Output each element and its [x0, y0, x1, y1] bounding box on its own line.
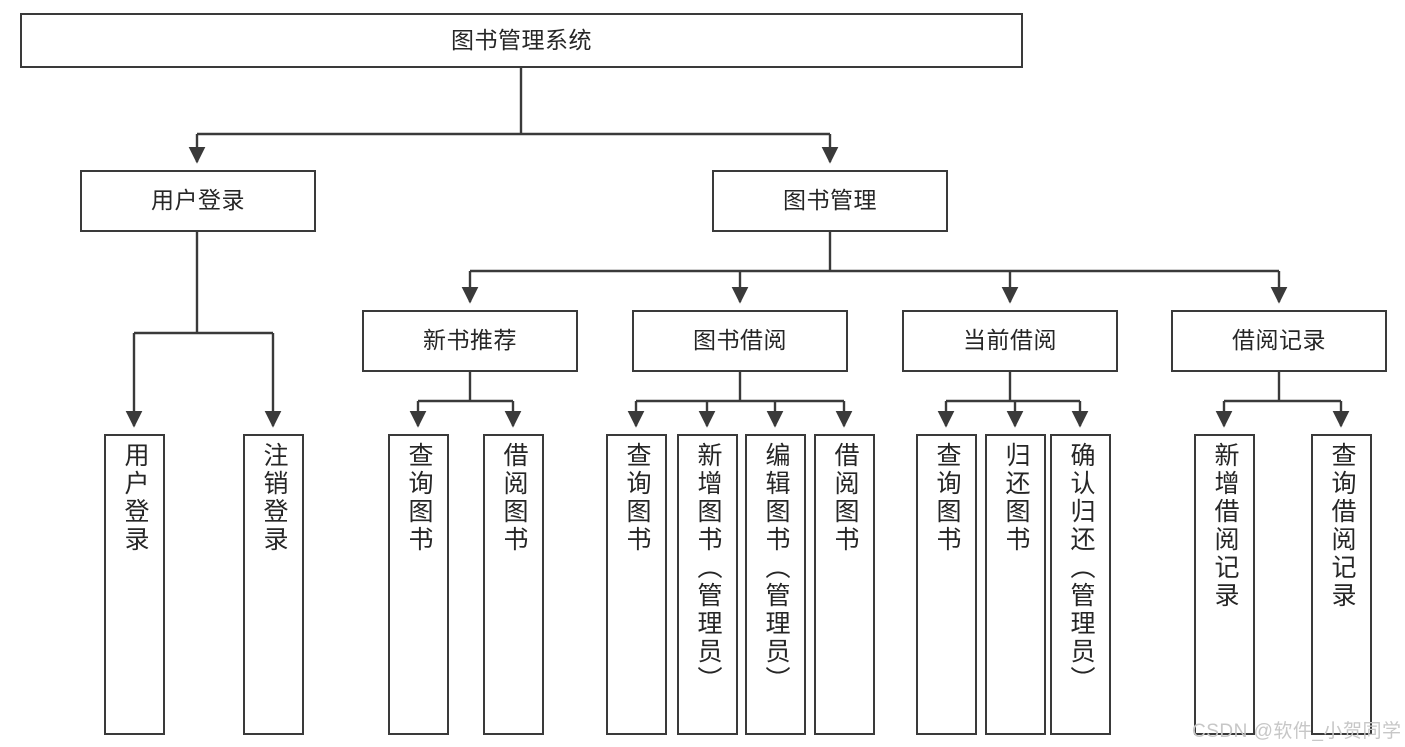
node-label: 新增借阅记录: [1211, 442, 1239, 610]
node-root-library-system[interactable]: 图书管理系统: [20, 13, 1023, 68]
leaf-query-borrow-record[interactable]: 查询借阅记录: [1311, 434, 1372, 735]
node-label: 查询图书: [405, 442, 433, 554]
node-label: 用户登录: [121, 442, 149, 554]
node-label: 编辑图书（管理员）: [762, 442, 790, 694]
leaf-query-book-current[interactable]: 查询图书: [916, 434, 977, 735]
leaf-confirm-return-admin[interactable]: 确认归还（管理员）: [1050, 434, 1111, 735]
node-label: 查询图书: [933, 442, 961, 554]
leaf-borrow-book-recommend[interactable]: 借阅图书: [483, 434, 544, 735]
csdn-watermark: CSDN @软件_小贺同学: [1192, 721, 1402, 742]
node-book-borrow[interactable]: 图书借阅: [632, 310, 848, 372]
node-label: 确认归还（管理员）: [1067, 442, 1095, 694]
node-new-book-recommend[interactable]: 新书推荐: [362, 310, 578, 372]
node-label: 查询图书: [623, 442, 651, 554]
leaf-borrow-book[interactable]: 借阅图书: [814, 434, 875, 735]
leaf-query-book-recommend[interactable]: 查询图书: [388, 434, 449, 735]
node-label: 新增图书（管理员）: [694, 442, 722, 694]
node-label: 借阅记录: [1232, 327, 1326, 354]
node-user-login[interactable]: 用户登录: [80, 170, 316, 232]
leaf-logout-login[interactable]: 注销登录: [243, 434, 304, 735]
node-label: 注销登录: [260, 442, 288, 554]
leaf-add-book-admin[interactable]: 新增图书（管理员）: [677, 434, 738, 735]
node-label: 借阅图书: [500, 442, 528, 554]
leaf-user-login[interactable]: 用户登录: [104, 434, 165, 735]
node-label: 查询借阅记录: [1328, 442, 1356, 610]
leaf-query-book-borrow[interactable]: 查询图书: [606, 434, 667, 735]
node-label: 图书管理: [783, 187, 877, 214]
node-label: 借阅图书: [831, 442, 859, 554]
node-current-borrow[interactable]: 当前借阅: [902, 310, 1118, 372]
node-borrow-record[interactable]: 借阅记录: [1171, 310, 1387, 372]
node-label: 图书管理系统: [451, 26, 592, 53]
node-label: 归还图书: [1002, 442, 1030, 554]
node-label: 当前借阅: [963, 327, 1057, 354]
leaf-return-book[interactable]: 归还图书: [985, 434, 1046, 735]
leaf-add-borrow-record[interactable]: 新增借阅记录: [1194, 434, 1255, 735]
node-label: 图书借阅: [693, 327, 787, 354]
node-book-management[interactable]: 图书管理: [712, 170, 948, 232]
leaf-edit-book-admin[interactable]: 编辑图书（管理员）: [745, 434, 806, 735]
node-label: 新书推荐: [423, 327, 517, 354]
node-label: 用户登录: [151, 187, 245, 214]
